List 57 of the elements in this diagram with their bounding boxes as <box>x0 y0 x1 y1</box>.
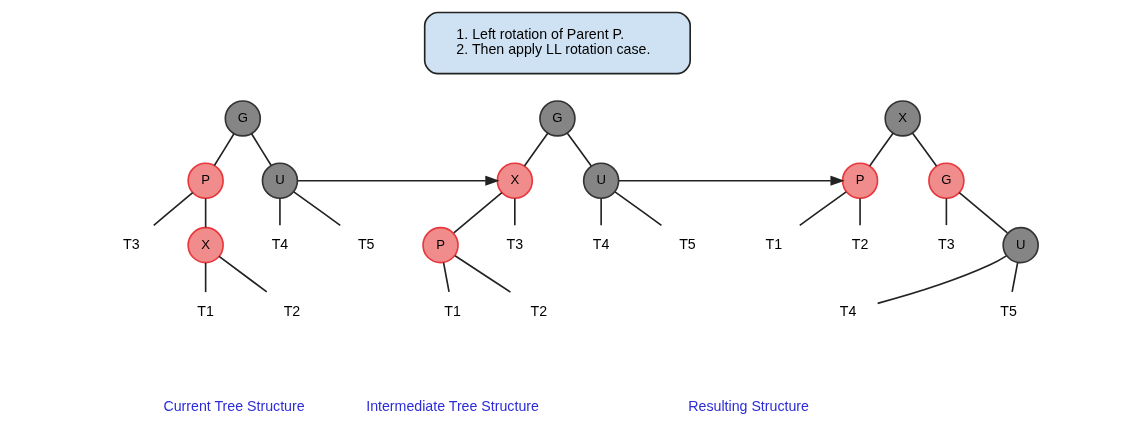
node-text: T5 <box>357 235 375 252</box>
connector <box>566 132 592 167</box>
node-circle: U <box>261 162 298 199</box>
label: Intermediate Tree Structure <box>365 397 539 414</box>
connector <box>613 191 662 227</box>
node-circle: X <box>186 226 224 264</box>
connector <box>958 191 1008 234</box>
connector <box>213 132 235 167</box>
node-text: T1 <box>196 302 214 319</box>
node-circle: P <box>186 162 224 199</box>
node-circle: P <box>421 226 459 264</box>
label: Current Tree Structure <box>162 397 305 414</box>
connector <box>513 197 516 226</box>
node-circle: X <box>883 100 921 137</box>
node-text: T5 <box>999 302 1017 319</box>
arrow <box>296 175 499 186</box>
node-text: T1 <box>443 302 461 319</box>
connector <box>452 191 503 234</box>
node-circle: X <box>496 162 533 199</box>
node-text: T4 <box>592 235 609 252</box>
connector <box>523 132 549 167</box>
connector <box>250 132 272 167</box>
connector <box>798 191 847 227</box>
arrow <box>617 175 845 186</box>
node-text: T3 <box>937 235 955 252</box>
connector <box>911 132 937 167</box>
node-circle: U <box>1001 226 1039 264</box>
connector <box>204 197 206 229</box>
connector <box>442 261 450 293</box>
label: Resulting Structure <box>687 397 809 414</box>
node-text: T3 <box>122 235 140 252</box>
connector <box>278 197 281 226</box>
node-text: T4 <box>271 235 288 252</box>
node-circle: P <box>841 162 878 199</box>
connector <box>204 262 206 293</box>
node-text: T5 <box>678 235 696 252</box>
connector <box>453 254 511 293</box>
connector <box>292 191 341 227</box>
connector <box>868 132 894 167</box>
node-text: T2 <box>851 235 868 252</box>
node-circle: G <box>927 162 965 199</box>
node-text: T2 <box>283 302 300 319</box>
connector <box>217 255 268 293</box>
node-text: T3 <box>506 235 523 252</box>
connector <box>876 255 1007 305</box>
node-text: T4 <box>839 302 856 319</box>
node-circle: G <box>224 100 261 137</box>
connector <box>858 197 861 226</box>
node-box: 1. Left rotation of Parent P. 2. Then apply LL rotation case. <box>423 11 691 75</box>
node-circle: U <box>582 162 619 199</box>
node-text: T2 <box>530 302 547 319</box>
node-text: T1 <box>764 235 782 252</box>
connector <box>945 197 947 226</box>
connector <box>152 191 194 227</box>
node-circle: G <box>538 100 576 137</box>
connector <box>599 197 602 226</box>
connector <box>1010 261 1018 293</box>
